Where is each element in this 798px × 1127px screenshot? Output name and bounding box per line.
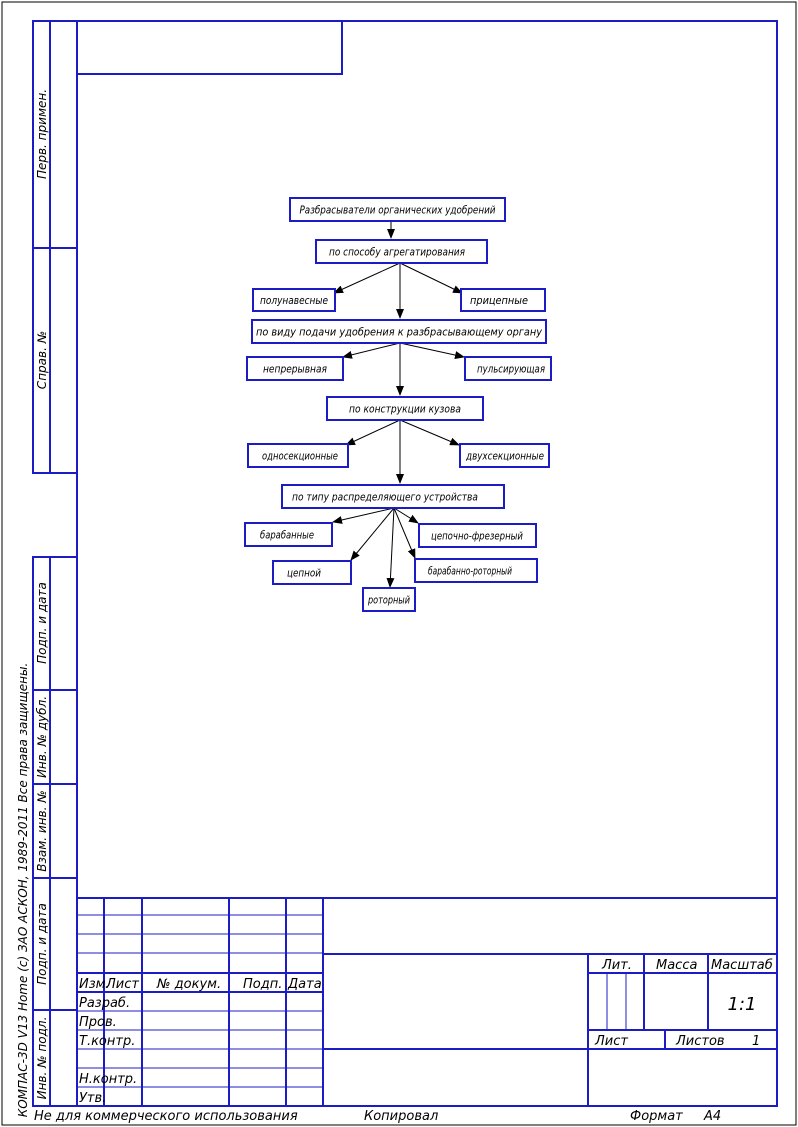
label-sprav-no: Справ. № bbox=[35, 331, 49, 389]
node-double-section-label: двухсекционные bbox=[465, 450, 544, 463]
copyright-text: КОМПАС-3D V13 Home (c) ЗАО АСКОН, 1989-2… bbox=[16, 663, 30, 1118]
node-pulsating-label: пульсирующая bbox=[477, 363, 545, 376]
label-podp-data-1: Подп. и дата bbox=[35, 582, 49, 664]
tb-nkontr: Н.контр. bbox=[79, 1072, 137, 1087]
node-drum-rotary: барабанно-роторный bbox=[414, 558, 538, 583]
node-by-distributor-label: по типу распределяющего устройства bbox=[292, 491, 478, 504]
node-single-section-label: односекционные bbox=[262, 450, 338, 463]
tb-list-right: Лист bbox=[594, 1034, 628, 1049]
title-block bbox=[77, 897, 777, 1106]
node-pulsating: пульсирующая bbox=[464, 356, 552, 381]
tb-listov: Листов bbox=[675, 1034, 725, 1049]
node-trailed-label: прицепные bbox=[470, 294, 528, 307]
tb-masshtab: Масштаб bbox=[711, 958, 773, 973]
tb-izm: Изм. bbox=[79, 977, 110, 992]
node-by-distributor: по типу распределяющего устройства bbox=[281, 484, 505, 509]
node-by-feed: по виду подачи удобрения к разбрасывающе… bbox=[251, 319, 547, 344]
node-root-label: Разбрасыватели органических удобрений bbox=[300, 204, 496, 217]
left-stamp-upper bbox=[32, 20, 78, 474]
node-by-body-label: по конструкции кузова bbox=[349, 403, 461, 416]
node-semi-mounted: полунавесные bbox=[252, 288, 336, 312]
top-left-cell bbox=[76, 20, 343, 75]
tb-data: Дата bbox=[287, 977, 322, 992]
node-root: Разбрасыватели органических удобрений bbox=[289, 197, 506, 222]
node-by-aggregation-label: по способу агрегатирования bbox=[329, 246, 465, 259]
node-semi-mounted-label: полунавесные bbox=[260, 294, 328, 307]
footer-kopiroval: Копировал bbox=[364, 1109, 438, 1124]
node-by-body: по конструкции кузова bbox=[326, 396, 484, 421]
node-by-aggregation: по способу агрегатирования bbox=[315, 239, 488, 264]
tb-no-dokum: № докум. bbox=[156, 977, 221, 992]
label-inv-dubl: Инв. № дубл. bbox=[35, 696, 49, 778]
node-continuous-label: непрерывная bbox=[263, 363, 327, 376]
label-perv-primen: Перв. примен. bbox=[35, 89, 49, 179]
tb-list: Лист bbox=[105, 977, 139, 992]
tb-utv: Утв. bbox=[79, 1091, 106, 1106]
node-trailed: прицепные bbox=[460, 288, 546, 312]
label-vzam-inv: Взам. инв. № bbox=[35, 790, 49, 871]
footer-format-label: Формат bbox=[630, 1109, 683, 1124]
node-rotary: роторный bbox=[362, 587, 416, 612]
node-chain: цепной bbox=[272, 560, 352, 585]
node-drum-label: барабанные bbox=[260, 529, 314, 542]
footer-format-value: А4 bbox=[703, 1109, 721, 1124]
label-podp-data-2: Подп. и дата bbox=[35, 903, 49, 985]
tb-massa: Масса bbox=[656, 958, 697, 973]
tb-lit: Лит. bbox=[601, 958, 632, 973]
node-drum: барабанные bbox=[244, 522, 333, 547]
node-chain-mill: цепочно-фрезерный bbox=[418, 523, 537, 548]
footer-non-commercial: Не для коммерческого использования bbox=[34, 1109, 298, 1124]
label-inv-podl: Инв. № подл. bbox=[35, 1017, 49, 1100]
node-chain-label: цепной bbox=[287, 567, 321, 580]
node-rotary-label: роторный bbox=[367, 594, 410, 607]
classification-diagram: Разбрасыватели органических удобрений по… bbox=[244, 197, 552, 612]
node-drum-rotary-label: барабанно-роторный bbox=[428, 565, 512, 578]
node-by-feed-label: по виду подачи удобрения к разбрасывающе… bbox=[256, 326, 542, 339]
tb-podp: Подп. bbox=[243, 977, 282, 992]
node-double-section: двухсекционные bbox=[459, 443, 550, 468]
tb-prov: Пров. bbox=[79, 1015, 117, 1030]
node-continuous: непрерывная bbox=[246, 356, 344, 381]
tb-razrab: Разраб. bbox=[79, 996, 130, 1011]
node-chain-mill-label: цепочно-фрезерный bbox=[431, 530, 523, 543]
tb-tkontr: Т.контр. bbox=[79, 1034, 135, 1049]
tb-listov-value: 1 bbox=[752, 1034, 760, 1049]
node-single-section: односекционные bbox=[247, 443, 349, 468]
left-stamp-lower bbox=[32, 556, 78, 1107]
tb-scale-value: 1:1 bbox=[728, 994, 757, 1015]
